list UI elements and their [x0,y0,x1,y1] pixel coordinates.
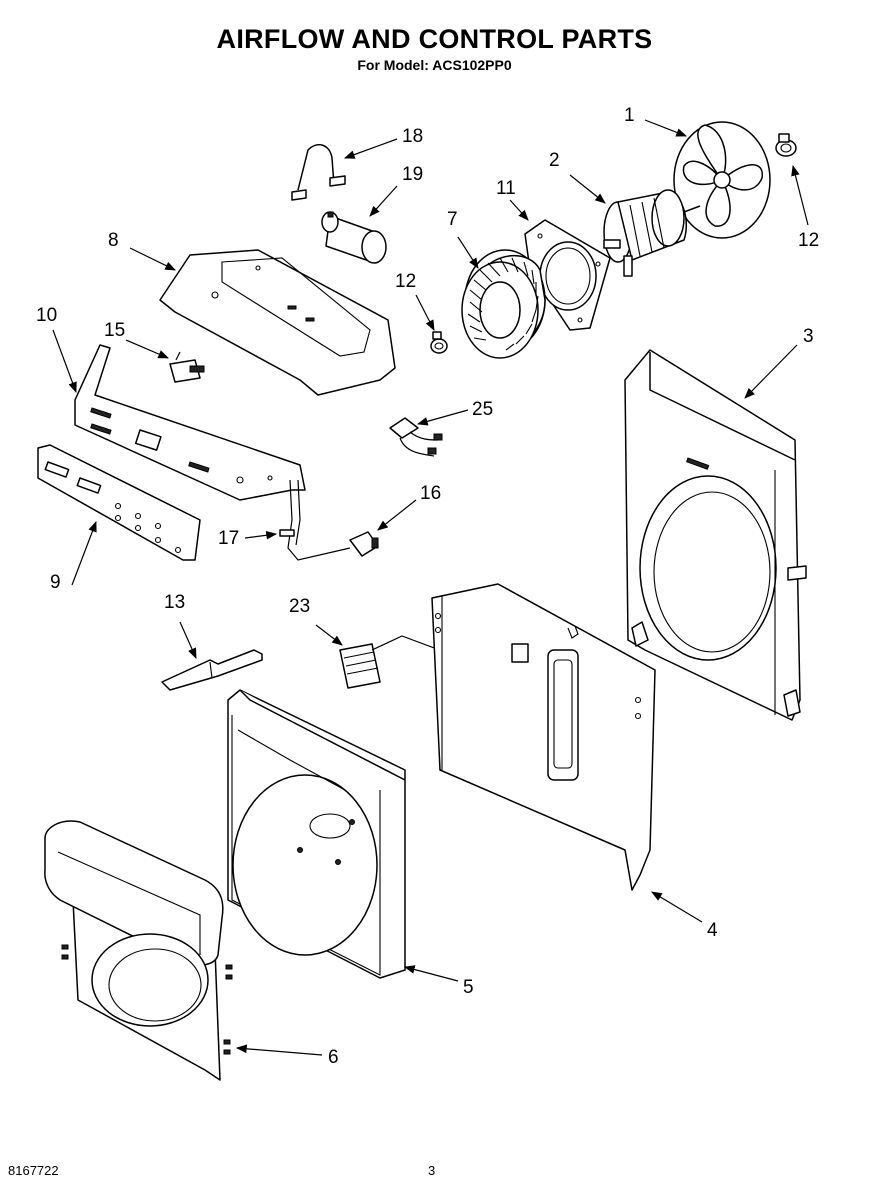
callout-3: 3 [803,326,814,347]
page-title: AIRFLOW AND CONTROL PARTS [216,24,653,54]
callout-6: 6 [328,1047,339,1068]
callout-11: 11 [496,178,516,199]
part-partition-panel [431,583,656,891]
part-control-bracket [74,344,306,501]
part-selector-switch [169,351,205,383]
callout-18: 18 [402,126,423,147]
part-thermistor [389,417,443,457]
callout-7: 7 [447,209,458,230]
callout-16: 16 [420,483,441,504]
callout-25: 25 [472,399,493,420]
callout-17: 17 [218,528,239,549]
part-clamp-top [775,133,797,157]
callout-8: 8 [108,230,119,251]
callout-12-top: 12 [798,230,819,251]
callout-12-lower: 12 [395,271,416,292]
callout-1: 1 [624,105,635,126]
part-control-face-plate [37,444,201,561]
callout-5: 5 [463,977,474,998]
part-front-duct [44,820,233,1081]
part-motor [603,189,701,277]
callout-labels: 1 2 3 4 5 6 7 8 9 10 11 12 12 13 15 16 1… [36,105,819,1068]
callout-2: 2 [549,150,560,171]
model-subtitle: For Model: ACS102PP0 [357,57,512,73]
part-control-top-panel [159,249,396,396]
part-capacitor-strap [291,143,346,201]
callout-10: 10 [36,305,57,326]
callout-9: 9 [50,572,61,593]
callout-13: 13 [164,592,185,613]
part-wire-harness [279,479,379,561]
callout-15: 15 [104,320,125,341]
part-evaporator-shroud [227,689,406,979]
callout-23: 23 [289,596,310,617]
page-number: 3 [428,1163,436,1178]
document-number: 8167722 [8,1163,59,1178]
leader-lines [52,119,809,1056]
part-fan-blade [673,121,771,239]
callout-4: 4 [707,920,718,941]
callout-19: 19 [402,164,423,185]
part-mounting-bracket [161,649,263,691]
part-blower-wheel [461,249,546,359]
part-clamp-lower [430,331,448,354]
part-blower-housing [624,349,807,721]
part-capacitor [321,211,387,264]
